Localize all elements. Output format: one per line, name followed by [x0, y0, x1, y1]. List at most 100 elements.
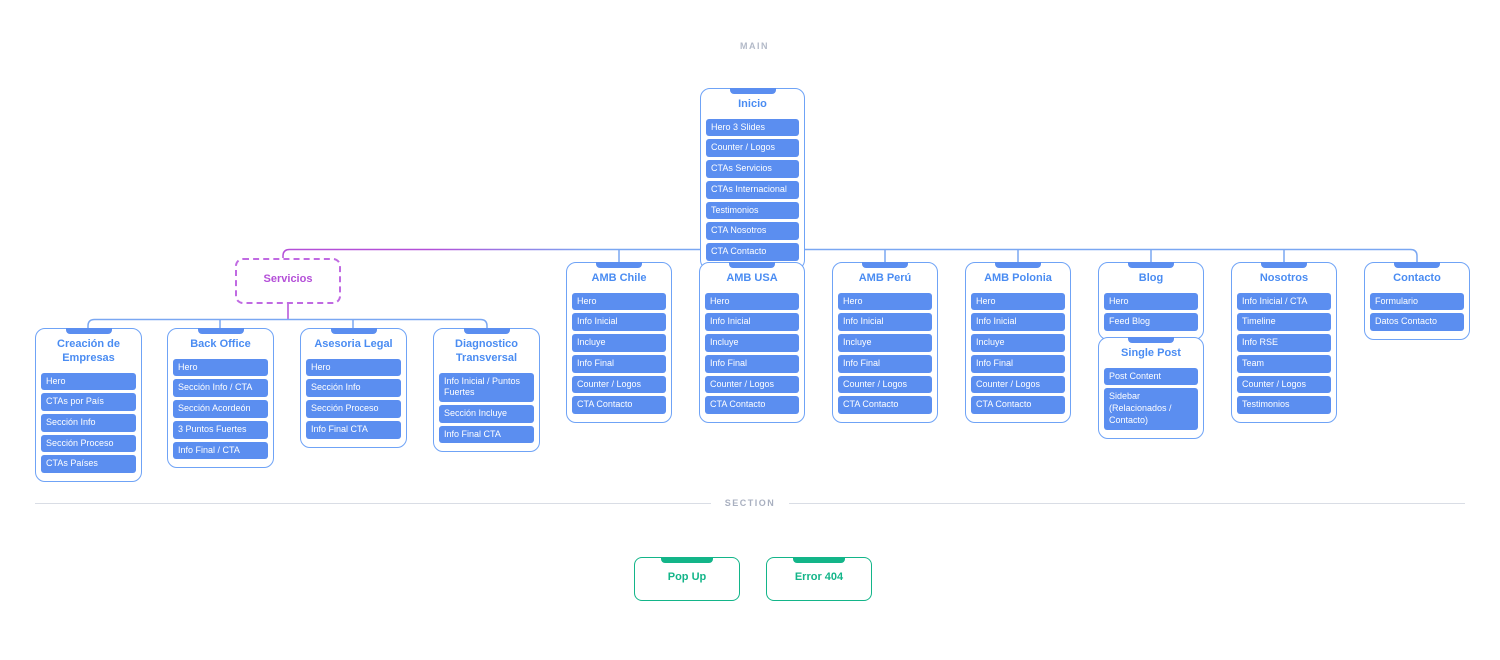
- card-item[interactable]: CTA Contacto: [706, 242, 799, 261]
- card-item[interactable]: Hero: [306, 358, 401, 377]
- card-item[interactable]: Sección Info: [41, 413, 136, 432]
- card-item[interactable]: Info Inicial: [705, 313, 799, 332]
- card-title: Pop Up: [667, 571, 707, 583]
- card-item[interactable]: Sección Incluye: [439, 404, 534, 423]
- card-item[interactable]: Feed Blog: [1104, 313, 1198, 332]
- section-divider: SECTION: [35, 498, 1466, 508]
- card-title: AMB Perú: [858, 272, 912, 284]
- card-diagnostico-transversal[interactable]: Diagnostico Transversal Info Inicial / P…: [433, 328, 540, 453]
- card-item[interactable]: Info Final: [838, 354, 932, 373]
- card-item[interactable]: Sección Info: [306, 379, 401, 398]
- card-title: Servicios: [263, 273, 313, 285]
- card-item[interactable]: Sección Proceso: [41, 434, 136, 453]
- card-error-404[interactable]: Error 404: [766, 557, 872, 601]
- card-item[interactable]: Testimonios: [706, 201, 799, 220]
- card-top-notch: [596, 262, 642, 268]
- card-item[interactable]: Counter / Logos: [705, 375, 799, 394]
- card-item[interactable]: Hero: [41, 372, 136, 391]
- card-item[interactable]: Incluye: [705, 334, 799, 352]
- divider-line-right: [789, 502, 1466, 504]
- card-item[interactable]: CTAs Internacional: [706, 180, 799, 199]
- card-pop-up[interactable]: Pop Up: [634, 557, 740, 601]
- card-title: Asesoria Legal: [314, 338, 393, 350]
- card-item[interactable]: CTA Nosotros: [706, 222, 799, 240]
- card-title: Nosotros: [1259, 272, 1309, 284]
- card-item[interactable]: Counter / Logos: [1237, 375, 1331, 394]
- card-item[interactable]: Datos Contacto: [1370, 313, 1464, 332]
- card-item[interactable]: CTAs por País: [41, 393, 136, 411]
- card-item[interactable]: CTA Contacto: [838, 396, 932, 414]
- card-item[interactable]: Counter / Logos: [572, 375, 666, 394]
- card-title: Back Office: [190, 338, 251, 350]
- card-title: Blog: [1138, 272, 1164, 284]
- card-top-notch: [463, 328, 510, 334]
- card-item[interactable]: Post Content: [1104, 367, 1198, 386]
- card-top-notch: [862, 262, 908, 268]
- card-item[interactable]: Testimonios: [1237, 396, 1331, 414]
- card-item[interactable]: Counter / Logos: [706, 139, 799, 158]
- card-item[interactable]: Info Final / CTA: [173, 441, 268, 460]
- card-item[interactable]: Incluye: [971, 334, 1065, 352]
- card-item[interactable]: Info Inicial: [838, 313, 932, 332]
- card-item[interactable]: Info Final: [572, 354, 666, 373]
- card-item[interactable]: Hero: [572, 292, 666, 311]
- card-item[interactable]: CTA Contacto: [705, 396, 799, 414]
- card-item[interactable]: CTA Contacto: [971, 396, 1065, 414]
- card-item[interactable]: Formulario: [1370, 292, 1464, 311]
- card-servicios[interactable]: Servicios: [235, 258, 341, 304]
- card-top-notch: [1394, 262, 1440, 268]
- divider-line-left: [35, 502, 711, 504]
- card-item[interactable]: Counter / Logos: [971, 375, 1065, 394]
- card-item[interactable]: Info RSE: [1237, 334, 1331, 352]
- card-item[interactable]: Incluye: [838, 334, 932, 352]
- card-item[interactable]: CTA Contacto: [572, 396, 666, 414]
- card-item[interactable]: Info Inicial: [572, 313, 666, 332]
- card-item[interactable]: Info Inicial / Puntos Fuertes: [439, 372, 534, 402]
- card-item[interactable]: Timeline: [1237, 313, 1331, 332]
- card-item[interactable]: CTAs Países: [41, 455, 136, 473]
- card-item[interactable]: Info Inicial / CTA: [1237, 292, 1331, 311]
- card-item[interactable]: Info Final CTA: [439, 425, 534, 444]
- card-item[interactable]: CTAs Servicios: [706, 160, 799, 178]
- card-item[interactable]: Sección Acordeón: [173, 400, 268, 418]
- card-item[interactable]: Info Final: [971, 354, 1065, 373]
- card-item[interactable]: Info Final: [705, 354, 799, 373]
- card-top-notch: [1128, 337, 1174, 343]
- card-item[interactable]: Info Final CTA: [306, 420, 401, 439]
- wire-main-rail: [282, 248, 1418, 263]
- card-item[interactable]: Info Inicial: [971, 313, 1065, 332]
- card-item[interactable]: Team: [1237, 354, 1331, 373]
- card-item[interactable]: Hero: [705, 292, 799, 311]
- card-item[interactable]: Sidebar (Relacionados / Contacto): [1104, 388, 1198, 430]
- card-top-notch: [1261, 262, 1307, 268]
- card-item[interactable]: Hero: [971, 292, 1065, 311]
- main-group-label: MAIN: [740, 41, 769, 51]
- card-item[interactable]: Sección Proceso: [306, 400, 401, 418]
- card-item[interactable]: Sección Info / CTA: [173, 379, 268, 398]
- card-item[interactable]: Incluye: [572, 334, 666, 352]
- card-top-notch: [65, 328, 112, 334]
- card-item[interactable]: 3 Puntos Fuertes: [173, 420, 268, 439]
- card-title: AMB USA: [726, 272, 778, 284]
- card-item[interactable]: Hero 3 Slides: [706, 118, 799, 137]
- card-item[interactable]: Hero: [838, 292, 932, 311]
- card-item[interactable]: Counter / Logos: [838, 375, 932, 394]
- card-top-notch: [330, 328, 377, 334]
- card-item[interactable]: Hero: [1104, 292, 1198, 311]
- card-title: Diagnostico Transversal: [455, 338, 518, 364]
- card-item[interactable]: Hero: [173, 358, 268, 377]
- card-top-notch: [793, 557, 845, 563]
